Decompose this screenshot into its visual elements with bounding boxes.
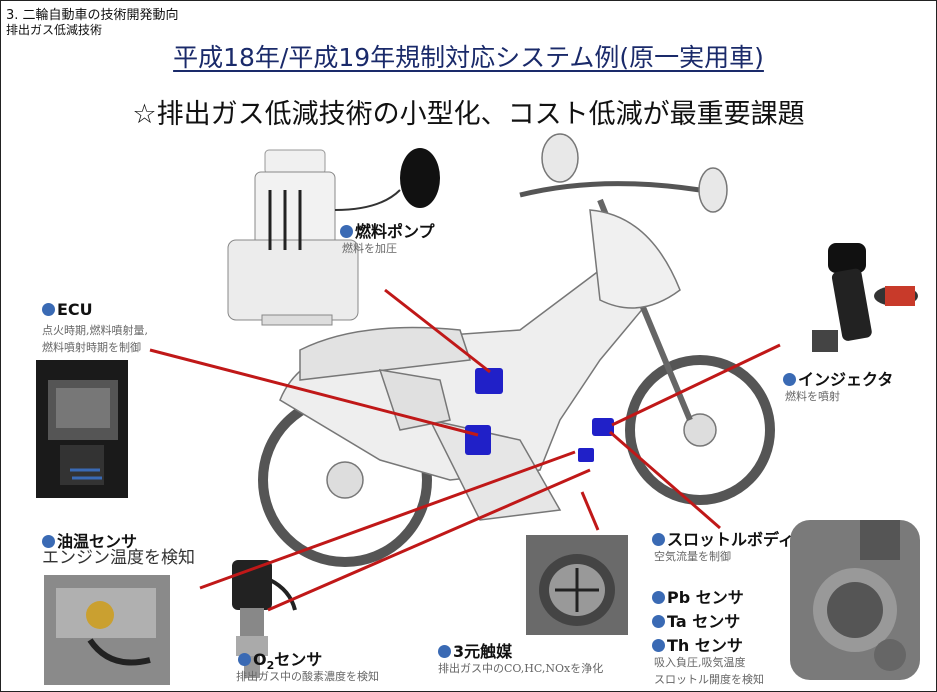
- o2-label-rest: センサ: [274, 650, 323, 669]
- throttle-label-text: スロットルボディ: [667, 530, 794, 549]
- subsection-heading: 排出ガス低減技術: [6, 23, 103, 37]
- th-desc-line-1: 吸入負圧,吸気温度: [654, 656, 746, 669]
- fuel-pump-desc: 燃料を加圧: [342, 242, 397, 255]
- slide-headline: ☆排出ガス低減技術の小型化、コスト低減が最重要課題: [132, 99, 805, 130]
- pb-sensor-label: Pb センサ: [652, 584, 744, 608]
- ecu-desc-line-1: 点火時期,燃料噴射量,: [42, 324, 148, 337]
- bullet-icon: [340, 225, 353, 238]
- leader-lines: [149, 288, 781, 612]
- ta-sensor-label: Ta センサ: [652, 608, 740, 632]
- injector-desc: 燃料を噴射: [785, 390, 840, 403]
- bullet-icon: [42, 303, 55, 316]
- th-desc-line-2: スロットル開度を検知: [654, 673, 764, 686]
- injector-photo: [812, 243, 918, 352]
- oil-temp-label: 油温センサ: [42, 528, 137, 552]
- throttle-label: スロットルボディ: [652, 526, 794, 550]
- o2-sensor-desc: 排出ガス中の酸素濃度を検知: [236, 670, 379, 683]
- section-heading: 3. 二輪自動車の技術開発動向: [6, 8, 179, 23]
- throttle-body-photo: [790, 520, 920, 680]
- bullet-icon: [652, 615, 665, 628]
- th-sensor-label-text: Th センサ: [667, 636, 743, 655]
- ecu-photo: [36, 360, 128, 498]
- ecu-desc-line-2: 燃料噴射時期を制御: [42, 341, 141, 354]
- bullet-icon: [652, 533, 665, 546]
- bullet-icon: [438, 645, 451, 658]
- bullet-icon: [652, 639, 665, 652]
- bullet-icon: [783, 373, 796, 386]
- fuel-pump-label-text: 燃料ポンプ: [355, 222, 435, 241]
- component-highlights: [465, 368, 614, 462]
- injector-label: インジェクタ: [783, 366, 893, 390]
- oil-temp-desc: エンジン温度を検知: [42, 548, 195, 568]
- o2-label-main: O: [253, 650, 267, 669]
- fuel-pump-label: 燃料ポンプ: [340, 218, 435, 242]
- catalyst-label-text: 3元触媒: [453, 642, 513, 661]
- th-sensor-label: Th センサ: [652, 632, 743, 656]
- pb-sensor-label-text: Pb センサ: [667, 588, 744, 607]
- throttle-desc: 空気流量を制御: [654, 550, 731, 563]
- catalyst-desc: 排出ガス中のCO,HC,NOxを浄化: [438, 662, 604, 675]
- motorcycle-illustration: [258, 133, 775, 567]
- bullet-icon: [238, 653, 251, 666]
- bullet-icon: [652, 591, 665, 604]
- ecu-label-text: ECU: [57, 300, 93, 319]
- ta-sensor-label-text: Ta センサ: [667, 612, 741, 631]
- injector-label-text: インジェクタ: [798, 370, 894, 389]
- fuel-pump-photo: [227, 148, 440, 326]
- slide-title: 平成18年/平成19年規制対応システム例(原一実用車): [173, 43, 764, 72]
- catalyst-photo: [526, 535, 628, 635]
- ecu-label: ECU: [42, 300, 93, 319]
- oil-temp-sensor-photo: [44, 575, 170, 685]
- catalyst-label: 3元触媒: [438, 638, 512, 662]
- o2-label-sub: 2: [266, 659, 275, 673]
- bullet-icon: [42, 535, 55, 548]
- oil-temp-label-text: 油温センサ: [57, 532, 138, 551]
- o2-sensor-label: O2センサ: [238, 646, 322, 672]
